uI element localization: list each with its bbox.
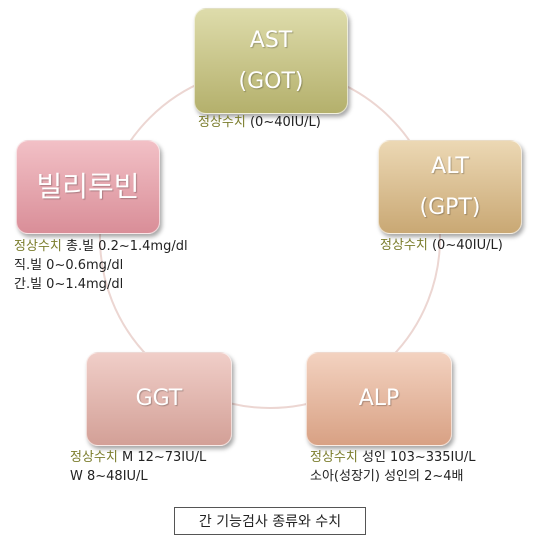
note-ggt: 정상수치 M 12~73IU/L W 8~48IU/L bbox=[70, 448, 206, 486]
note-alp-normal-label: 정상수치 bbox=[310, 450, 358, 465]
note-bilirubin: 정상수치 총.빌 0.2~1.4mg/dl 직.빌 0~0.6mg/dl 간.빌… bbox=[14, 237, 188, 294]
note-bilirubin-indirect: 간.빌 0~1.4mg/dl bbox=[14, 277, 124, 292]
note-ast-normal-value: (0~40IU/L) bbox=[249, 115, 321, 130]
node-alp-title: ALP bbox=[358, 386, 400, 412]
note-alp-child: 소아(성장기) 성인의 2~4배 bbox=[310, 469, 464, 484]
note-ggt-normal-label: 정상수치 bbox=[70, 450, 118, 465]
note-ast-normal-label: 정상수치 bbox=[198, 115, 246, 130]
note-bilirubin-total: 총.빌 0.2~1.4mg/dl bbox=[65, 239, 188, 254]
note-alt: 정상수치 (0~40IU/L) bbox=[380, 236, 503, 255]
node-ggt-title: GGT bbox=[135, 386, 183, 412]
node-alt: ALT (GPT) bbox=[378, 140, 522, 234]
note-ggt-female: W 8~48IU/L bbox=[70, 469, 148, 484]
note-alp: 정상수치 성인 103~335IU/L 소아(성장기) 성인의 2~4배 bbox=[310, 448, 476, 486]
caption-box: 간 기능검사 종류와 수치 bbox=[174, 507, 366, 535]
note-ggt-line1: 정상수치 M 12~73IU/L bbox=[70, 448, 206, 467]
note-bilirubin-direct: 직.빌 0~0.6mg/dl bbox=[14, 258, 124, 273]
note-alp-line1: 정상수치 성인 103~335IU/L bbox=[310, 448, 476, 467]
note-ggt-male: M 12~73IU/L bbox=[121, 450, 207, 465]
node-alt-title-line1: ALT bbox=[431, 153, 469, 179]
node-ast: AST (GOT) bbox=[194, 8, 348, 114]
note-alt-normal-label: 정상수치 bbox=[380, 238, 428, 253]
note-bilirubin-normal-label: 정상수치 bbox=[14, 239, 62, 254]
note-alt-normal-value: (0~40IU/L) bbox=[431, 238, 503, 253]
note-bilirubin-line1: 정상수치 총.빌 0.2~1.4mg/dl bbox=[14, 237, 188, 256]
node-ast-title-line2: (GOT) bbox=[238, 69, 304, 94]
caption-text: 간 기능검사 종류와 수치 bbox=[198, 514, 342, 530]
node-ggt: GGT bbox=[86, 352, 232, 446]
node-bilirubin: 빌리루빈 bbox=[16, 140, 160, 234]
note-ast: 정상수치 (0~40IU/L) bbox=[198, 113, 321, 132]
node-alp: ALP bbox=[306, 352, 452, 446]
node-bilirubin-title: 빌리루빈 bbox=[36, 169, 140, 203]
node-ast-title-line1: AST bbox=[249, 27, 293, 53]
node-alt-title-line2: (GPT) bbox=[419, 195, 481, 220]
note-alp-adult: 성인 103~335IU/L bbox=[361, 450, 476, 465]
